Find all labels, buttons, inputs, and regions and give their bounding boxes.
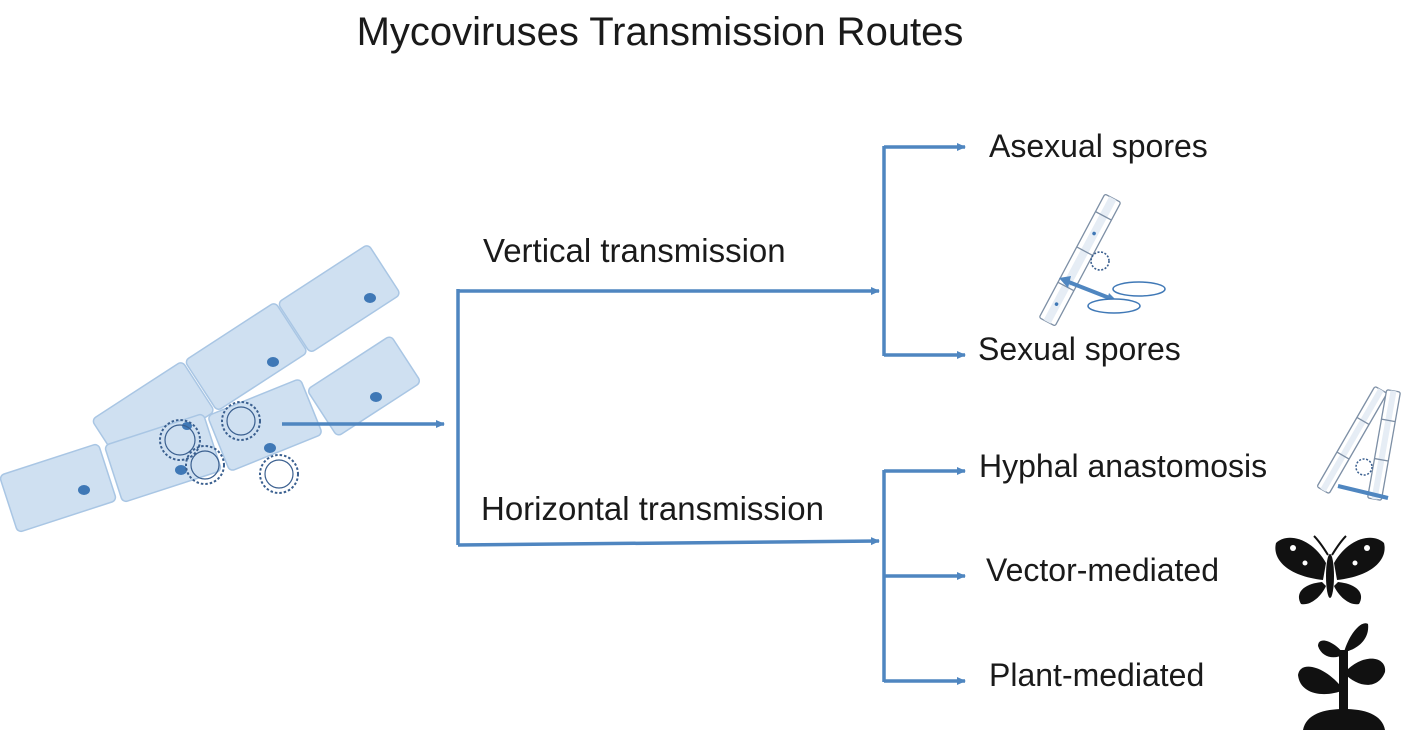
hyphal-fusion-icon (1317, 386, 1401, 501)
horizontal-transmission-label: Horizontal transmission (481, 490, 824, 527)
plant-mediated-label: Plant-mediated (989, 657, 1205, 693)
horizontal-branch-arrow (457, 537, 880, 547)
butterfly-icon (1275, 535, 1385, 605)
hyphal-anastomosis-label: Hyphal anastomosis (979, 448, 1268, 484)
spore-mating-icon (1039, 194, 1166, 326)
vector-mediated-label: Vector-mediated (986, 552, 1220, 588)
asexual-spores-label: Asexual spores (989, 128, 1208, 164)
fungal-hyphae-with-virus-particles-icon (0, 245, 421, 533)
sexual-spores-label: Sexual spores (978, 331, 1181, 367)
vertical-transmission-label: Vertical transmission (483, 232, 786, 269)
page-title: Mycoviruses Transmission Routes (356, 10, 964, 54)
connector-lines (282, 143, 966, 685)
plant-seedling-icon (1298, 623, 1386, 730)
